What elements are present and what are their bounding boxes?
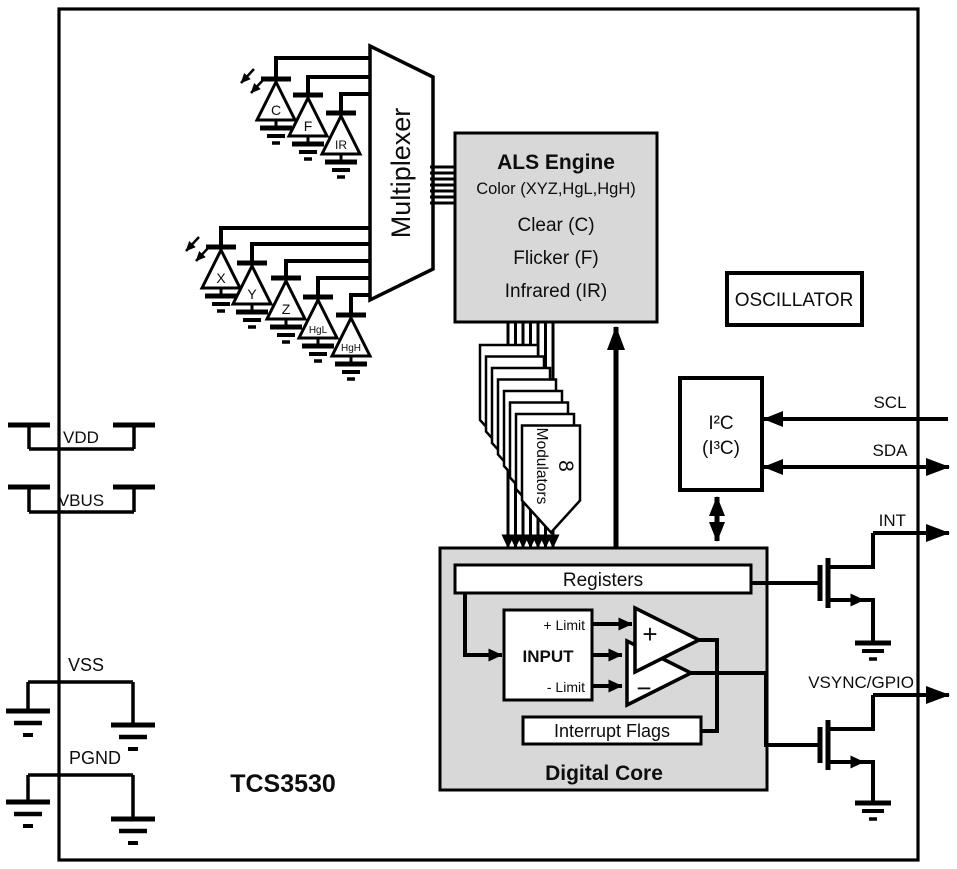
chip-boundary <box>57 7 920 862</box>
photodiode-hgh: HgH <box>329 312 373 381</box>
photodiode-y: Y <box>230 260 274 329</box>
multiplexer-label: Multiplexer <box>386 108 416 239</box>
vsync-gpio-label: VSYNC/GPIO <box>808 673 914 692</box>
photodiode-group-1: C F IR <box>240 56 371 179</box>
photodiode-hgl-label: HgL <box>309 325 328 336</box>
pgnd-label: PGND <box>69 748 121 768</box>
photodiode-hgl: HgL <box>296 294 340 363</box>
photodiode-group-2: X Y Z HgL <box>185 226 373 381</box>
vdd-label: VDD <box>63 428 99 447</box>
vbus-label: VBUS <box>58 491 104 510</box>
registers-label: Registers <box>563 570 643 591</box>
int-output-driver: INT <box>817 511 950 661</box>
interrupt-flags-label: Interrupt Flags <box>554 721 670 741</box>
input-box <box>502 608 594 702</box>
light-arrows-2 <box>185 236 210 262</box>
int-label: INT <box>879 511 906 530</box>
comparator-to-vsync-gate-wire <box>691 671 819 747</box>
scl-label: SCL <box>873 393 906 412</box>
pin-pgnd: PGND <box>6 748 155 845</box>
i2c-block: I²C (I³C) <box>678 376 764 492</box>
photodiode-ir-label: IR <box>335 138 347 152</box>
photodiode-c: C <box>254 76 298 145</box>
minus-limit-label: - Limit <box>547 679 585 695</box>
sda-signal: SDA <box>763 441 950 476</box>
multiplexer-block: Multiplexer <box>368 43 435 303</box>
pin-vbus: VBUS <box>8 484 155 514</box>
comparator-plus-triangle <box>633 605 703 675</box>
comparator-to-flags-wire <box>699 638 719 733</box>
vsync-output-driver: VSYNC/GPIO <box>808 673 950 821</box>
comparator-plus-sign: + <box>642 619 657 649</box>
photodiode-z-label: Z <box>282 301 291 317</box>
light-arrows-1 <box>240 68 265 94</box>
als-engine-title: ALS Engine <box>497 151 615 174</box>
photodiode-y-label: Y <box>247 286 257 302</box>
photodiode-ir: IR <box>319 110 363 179</box>
modulators-block: 8 Modulators <box>478 343 582 535</box>
vss-label: VSS <box>68 655 104 675</box>
photodiode-x: X <box>199 244 243 313</box>
plus-limit-label: + Limit <box>543 617 585 633</box>
photodiode-c-label: C <box>271 102 281 118</box>
als-engine-block: ALS Engine Color (XYZ,HgL,HgH) Clear (C)… <box>453 131 659 324</box>
i2c-line1: I²C <box>708 413 733 434</box>
window-comparator: + − <box>625 605 703 708</box>
mux-als-bus <box>430 165 456 205</box>
als-engine-line-infrared: Infrared (IR) <box>505 281 607 302</box>
registers-to-input-wire <box>463 593 503 662</box>
oscillator-block: OSCILLATOR <box>725 271 864 327</box>
part-number-label: TCS3530 <box>230 770 336 798</box>
registers-box <box>453 563 753 595</box>
interrupt-flags-box <box>521 715 703 746</box>
pin-vdd: VDD <box>8 422 155 451</box>
photodiode-z: Z <box>264 275 308 344</box>
digital-core-label: Digital Core <box>545 762 663 785</box>
oscillator-label: OSCILLATOR <box>735 290 854 311</box>
als-engine-line-color: Color (XYZ,HgL,HgH) <box>476 180 636 198</box>
als-engine-line-clear: Clear (C) <box>517 215 594 236</box>
modulators-count: 8 <box>554 460 577 472</box>
modulators-label: Modulators <box>533 428 550 505</box>
photodiode-hgh-label: HgH <box>341 343 361 354</box>
photodiode-f-label: F <box>304 118 313 134</box>
digital-core-block: Registers + Limit INPUT - Limit + − Inte… <box>438 546 769 792</box>
als-engine-line-flicker: Flicker (F) <box>513 248 598 269</box>
sda-label: SDA <box>873 441 909 460</box>
i2c-line2: (I³C) <box>702 438 740 459</box>
pin-vss: VSS <box>6 655 155 751</box>
input-label: INPUT <box>523 647 575 666</box>
photodiode-x-label: X <box>216 270 226 286</box>
comparator-minus-sign: − <box>636 673 651 703</box>
photodiode-f: F <box>286 92 330 161</box>
scl-signal: SCL <box>763 393 948 427</box>
